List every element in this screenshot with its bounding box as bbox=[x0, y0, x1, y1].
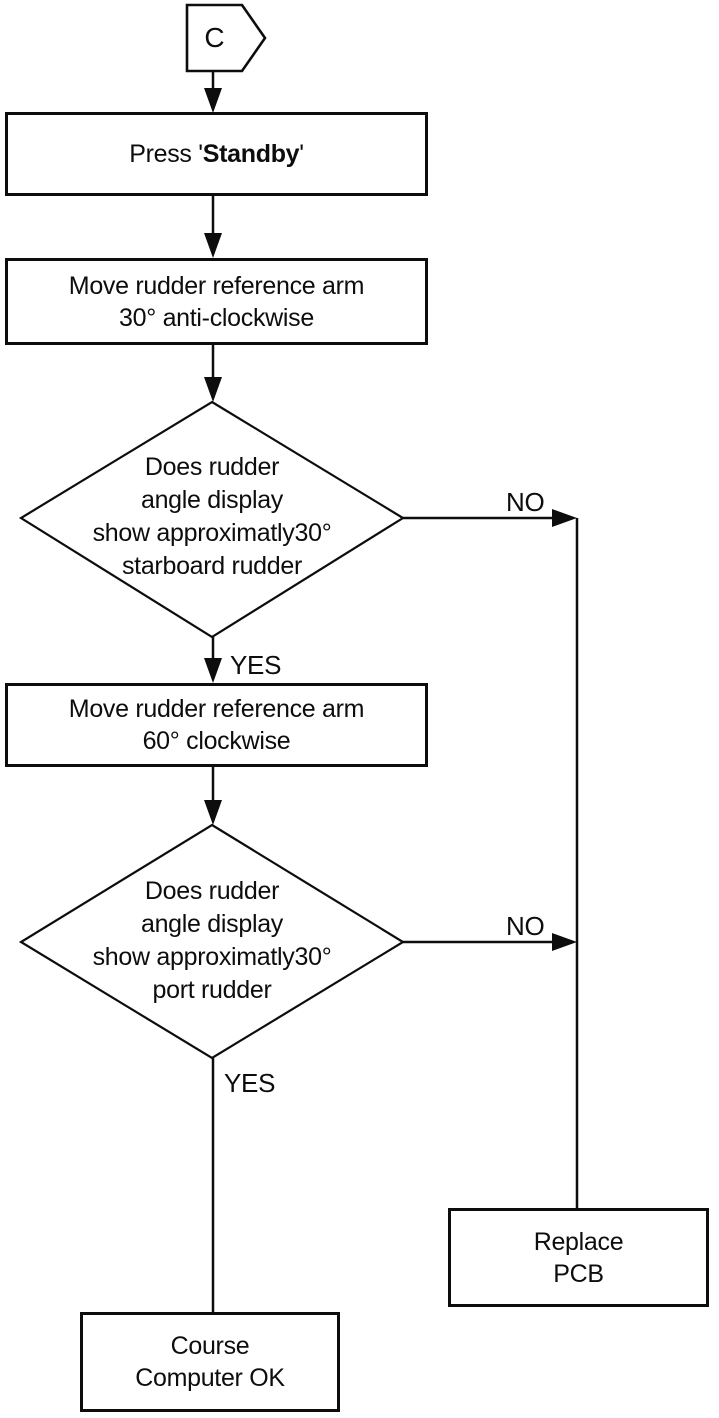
process-move-rudder-30-line1: Move rudder reference arm bbox=[68, 271, 365, 300]
process-move-rudder-60: Move rudder reference arm 60° clockwise bbox=[5, 683, 428, 767]
process-course-computer-ok: Course Computer OK bbox=[80, 1312, 340, 1412]
decision-port-line2: angle display bbox=[140, 910, 284, 938]
arrowhead-down-2 bbox=[204, 233, 222, 258]
process-course-ok-line1: Course bbox=[170, 1332, 250, 1360]
edge-label-no-2: NO bbox=[506, 911, 545, 941]
edge-label-yes-2: YES bbox=[224, 1068, 276, 1098]
process-press-standby-label: Press 'Standby' bbox=[129, 140, 304, 168]
decision-port-line4: port rudder bbox=[152, 976, 272, 1004]
decision-rudder-port: Does rudder angle display show approxima… bbox=[62, 875, 362, 1007]
process-course-ok-line2: Computer OK bbox=[135, 1364, 285, 1392]
process-move-rudder-30-line2: 30° anti-clockwise bbox=[119, 303, 314, 332]
process-replace-pcb-line1: Replace bbox=[533, 1227, 624, 1256]
arrowhead-right-2 bbox=[552, 933, 577, 951]
arrowhead-down-1 bbox=[204, 88, 222, 113]
connector-c-label: C bbox=[204, 22, 225, 53]
arrowhead-down-3 bbox=[204, 377, 222, 402]
decision-port-line1: Does rudder bbox=[144, 877, 280, 905]
edge-label-yes-1: YES bbox=[230, 650, 282, 680]
process-move-rudder-60-line2: 60° clockwise bbox=[142, 727, 291, 755]
decision-starboard-line2: angle display bbox=[140, 486, 284, 514]
decision-starboard-line1: Does rudder bbox=[144, 453, 280, 481]
process-replace-pcb-line2: PCB bbox=[553, 1259, 604, 1288]
arrowhead-down-5 bbox=[204, 800, 222, 825]
connector-c-shape bbox=[185, 3, 267, 73]
edge-label-no-1: NO bbox=[506, 487, 545, 517]
decision-port-line3: show approximatly30° bbox=[92, 943, 332, 971]
arrowhead-right-1 bbox=[552, 509, 577, 527]
process-press-standby: Press 'Standby' bbox=[5, 112, 428, 196]
decision-starboard-line4: starboard rudder bbox=[121, 552, 303, 580]
process-move-rudder-30: Move rudder reference arm 30° anti-clock… bbox=[5, 258, 428, 345]
process-move-rudder-60-line1: Move rudder reference arm bbox=[68, 695, 365, 723]
arrowhead-down-4 bbox=[204, 658, 222, 683]
decision-starboard-line3: show approximatly30° bbox=[92, 519, 332, 547]
decision-rudder-starboard: Does rudder angle display show approxima… bbox=[62, 451, 362, 583]
process-replace-pcb: Replace PCB bbox=[448, 1208, 709, 1307]
